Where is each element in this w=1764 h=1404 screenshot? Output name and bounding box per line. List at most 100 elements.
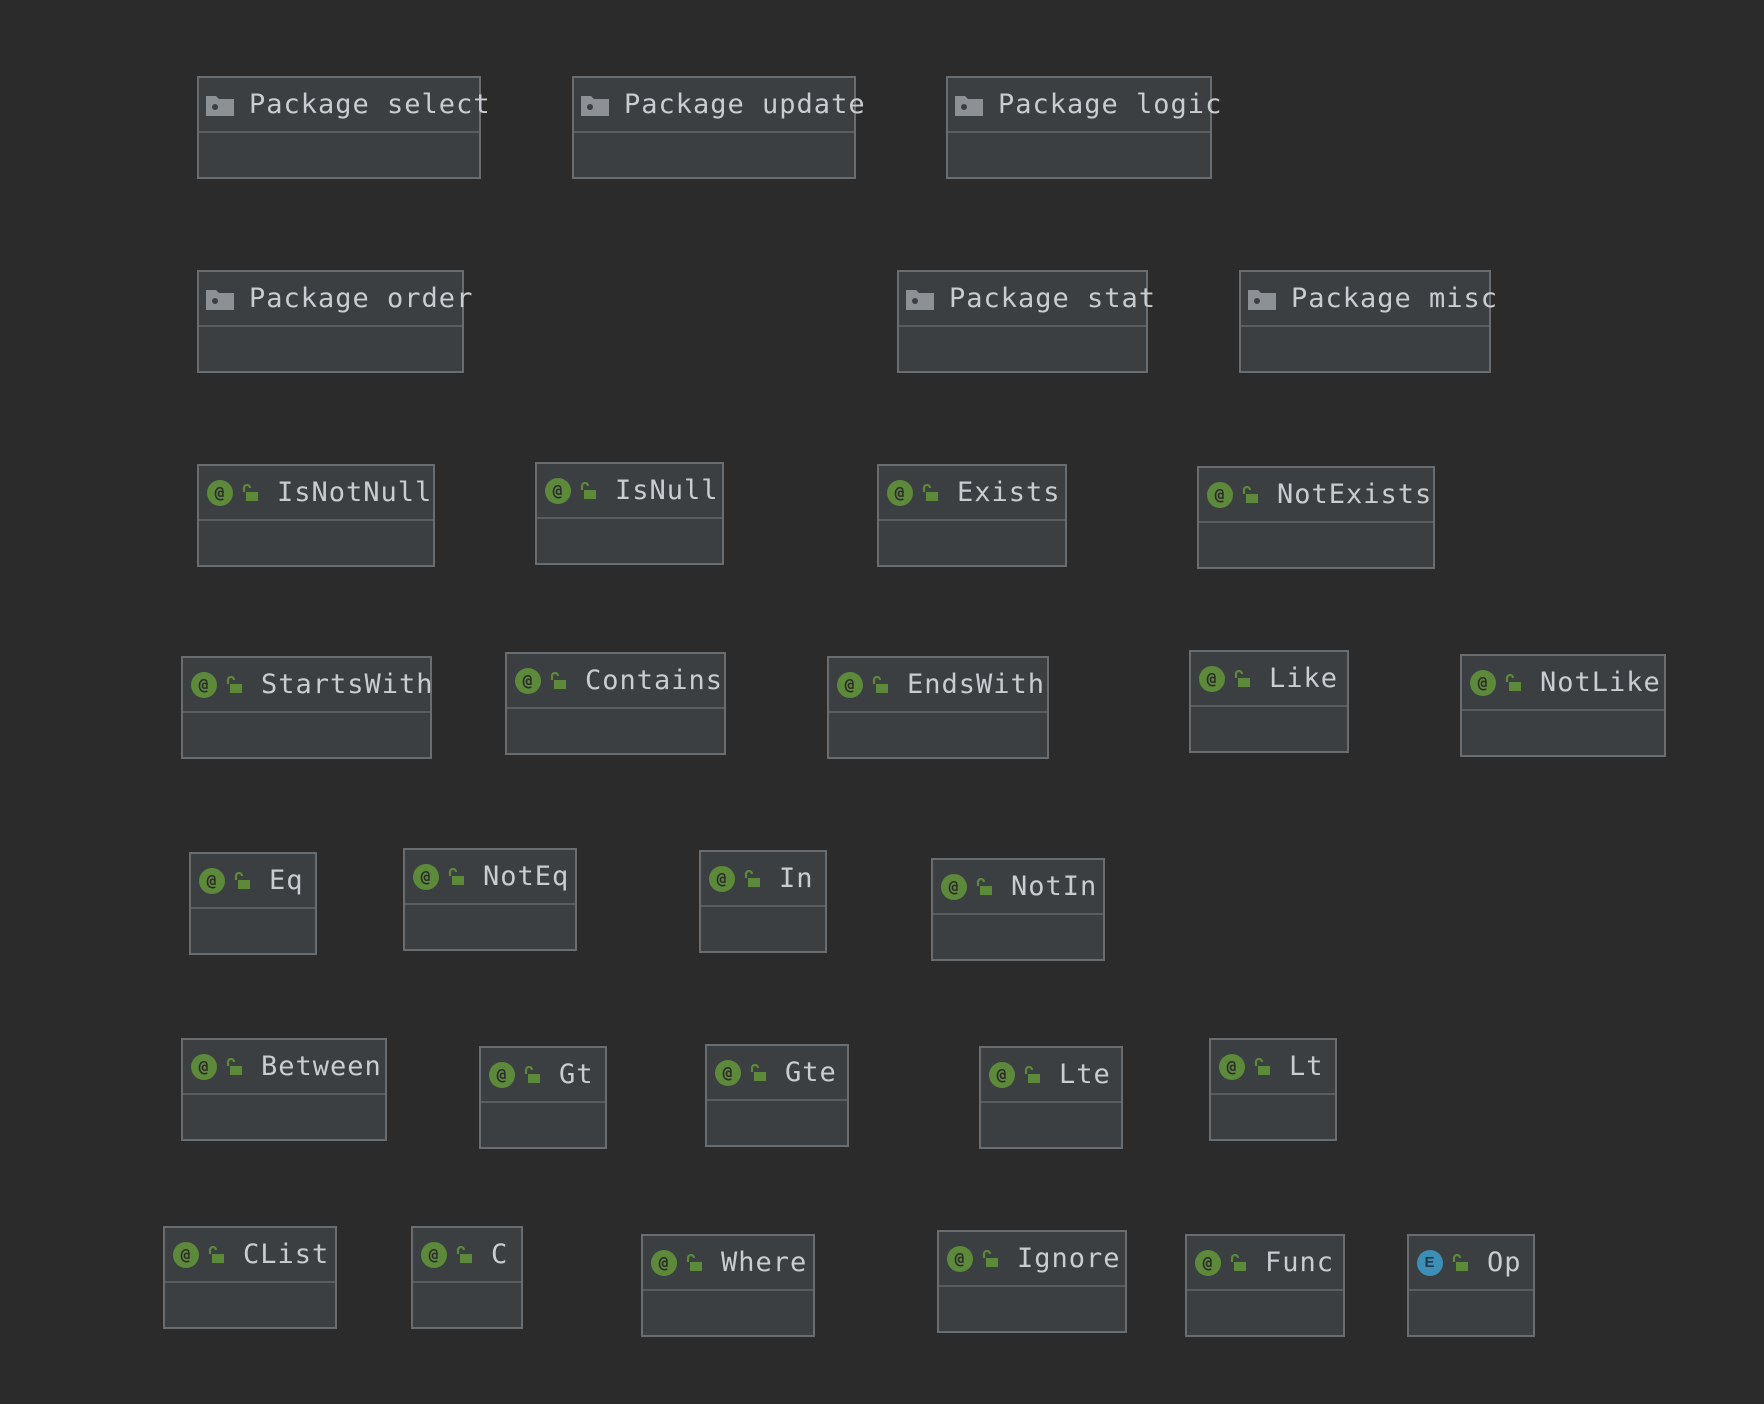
annotation-node[interactable]: @ NotLike <box>1460 654 1666 757</box>
annotation-icon: @ <box>1470 669 1496 696</box>
package-node[interactable]: Package order <box>197 270 472 373</box>
node-body <box>1241 327 1489 373</box>
public-lock-icon <box>1452 1253 1468 1271</box>
node-header: @ Ignore <box>939 1232 1125 1287</box>
annotation-node[interactable]: @Exists <box>877 464 1067 567</box>
package-node[interactable]: Package stat <box>897 270 1155 373</box>
public-lock-icon <box>982 1249 998 1267</box>
node-label: Func <box>1265 1247 1335 1278</box>
folder-icon <box>906 289 934 310</box>
node-header: Package select <box>199 78 490 133</box>
node-body <box>183 1095 385 1141</box>
node-label: Package misc <box>1291 283 1499 314</box>
annotation-node[interactable]: @C <box>411 1226 523 1329</box>
annotation-node[interactable]: @ Between <box>181 1038 387 1141</box>
annotation-node[interactable]: @Lt <box>1209 1038 1337 1141</box>
node-header: @ CList <box>165 1228 335 1283</box>
annotation-icon: @ <box>709 865 735 892</box>
node-label: Package select <box>249 89 491 120</box>
public-lock-icon <box>208 1245 224 1263</box>
node-label: Ignore <box>1017 1243 1121 1274</box>
annotation-icon: @ <box>545 477 571 504</box>
public-lock-icon <box>226 1057 242 1075</box>
node-header: @Contains <box>507 654 724 709</box>
node-label: CList <box>243 1239 330 1270</box>
node-body <box>191 909 315 955</box>
annotation-node[interactable]: @Lte <box>979 1046 1123 1149</box>
node-label: Op <box>1487 1247 1522 1278</box>
public-lock-icon <box>1234 669 1250 687</box>
node-header: @Where <box>643 1236 813 1291</box>
node-header: @NotIn <box>933 860 1103 915</box>
node-body <box>199 133 479 179</box>
node-body <box>1462 711 1664 757</box>
annotation-node[interactable]: @ Gt <box>479 1046 607 1149</box>
node-label: Gte <box>785 1057 837 1088</box>
annotation-node[interactable]: @Contains <box>505 652 726 755</box>
annotation-icon: @ <box>651 1249 677 1276</box>
node-body <box>1187 1291 1343 1337</box>
annotation-icon: @ <box>989 1061 1015 1088</box>
public-lock-icon <box>1024 1065 1040 1083</box>
node-header: @ Gt <box>481 1048 605 1103</box>
annotation-node[interactable]: @Eq <box>189 852 317 955</box>
node-label: Package logic <box>998 89 1223 120</box>
node-header: @NotExists <box>1199 468 1433 523</box>
node-label: Gt <box>559 1059 594 1090</box>
package-node[interactable]: Package logic <box>946 76 1221 179</box>
annotation-node[interactable]: @ IsNull <box>535 462 724 565</box>
node-header: @ IsNotNull <box>199 466 433 521</box>
node-label: StartsWith <box>261 669 434 700</box>
annotation-node[interactable]: @ Ignore <box>937 1230 1127 1333</box>
annotation-icon: @ <box>191 1053 217 1080</box>
annotation-icon: @ <box>947 1245 973 1272</box>
node-body <box>1199 523 1433 569</box>
package-node[interactable]: Package select <box>197 76 490 179</box>
node-header: @ NotLike <box>1462 656 1664 711</box>
node-label: In <box>779 863 814 894</box>
node-body <box>981 1103 1121 1149</box>
annotation-node[interactable]: @ In <box>699 850 827 953</box>
node-body <box>1191 707 1347 753</box>
annotation-node[interactable]: @NotExists <box>1197 466 1435 569</box>
node-label: NotEq <box>483 861 570 892</box>
node-label: C <box>491 1239 509 1270</box>
annotation-icon: @ <box>207 479 233 506</box>
annotation-node[interactable]: @EndsWith <box>827 656 1049 759</box>
node-body <box>707 1101 847 1147</box>
annotation-node[interactable]: @NotEq <box>403 848 577 951</box>
annotation-node[interactable]: @NotIn <box>931 858 1105 961</box>
node-header: Package stat <box>899 272 1155 327</box>
annotation-icon: @ <box>515 667 541 694</box>
node-header: Package update <box>574 78 865 133</box>
node-label: NotIn <box>1011 871 1098 902</box>
annotation-icon: @ <box>1199 665 1225 692</box>
node-header: @Lte <box>981 1048 1121 1103</box>
annotation-icon: @ <box>173 1241 199 1268</box>
annotation-node[interactable]: @Where <box>641 1234 815 1337</box>
package-node[interactable]: Package misc <box>1239 270 1497 373</box>
annotation-node[interactable]: @ Func <box>1185 1234 1345 1337</box>
public-lock-icon <box>922 483 938 501</box>
annotation-icon: @ <box>1195 1249 1221 1276</box>
node-label: Between <box>261 1051 382 1082</box>
node-label: IsNull <box>615 475 719 506</box>
package-node[interactable]: Package update <box>572 76 865 179</box>
node-header: @Eq <box>191 854 315 909</box>
annotation-node[interactable]: @ IsNotNull <box>197 464 435 567</box>
node-body <box>165 1283 335 1329</box>
annotation-node[interactable]: @ CList <box>163 1226 337 1329</box>
node-header: Package logic <box>948 78 1221 133</box>
annotation-node[interactable]: @Like <box>1189 650 1349 753</box>
node-header: @NotEq <box>405 850 575 905</box>
node-body <box>899 327 1146 373</box>
annotation-icon: @ <box>715 1059 741 1086</box>
node-label: IsNotNull <box>277 477 433 508</box>
node-header: @ IsNull <box>537 464 722 519</box>
annotation-node[interactable]: @ Gte <box>705 1044 849 1147</box>
node-label: NotLike <box>1540 667 1661 698</box>
annotation-icon: @ <box>489 1061 515 1088</box>
annotation-node[interactable]: @StartsWith <box>181 656 434 759</box>
node-label: Eq <box>269 865 304 896</box>
